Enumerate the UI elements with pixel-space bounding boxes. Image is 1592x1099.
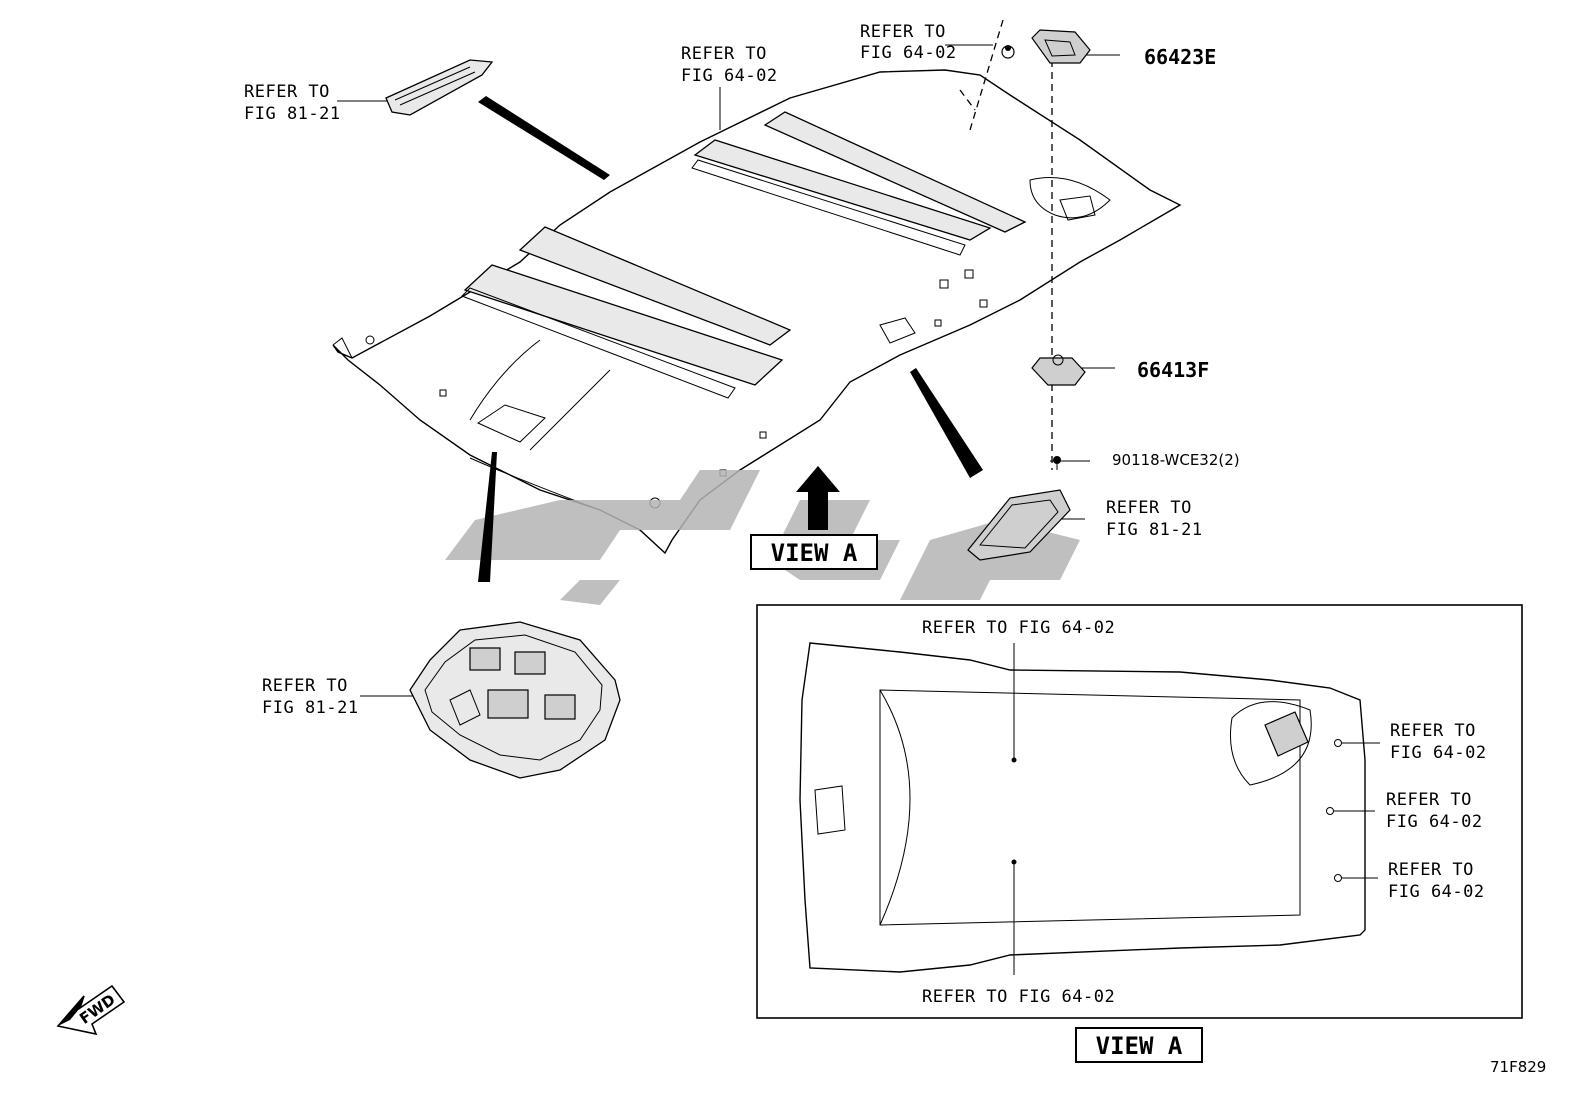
view-a-text-main: VIEW A — [771, 539, 858, 567]
view-a-refer-bottom: REFER TO FIG 64-02 — [922, 987, 1115, 1007]
screw-90118 — [1053, 456, 1061, 470]
overhead-console-lower-left — [409, 621, 621, 779]
screw-top — [1001, 45, 1015, 59]
refer-64-02-top-left-line1: REFER TO — [681, 44, 767, 64]
room-lamp-66413f — [1031, 354, 1086, 386]
refer-81-21-top-line2: FIG 81-21 — [244, 104, 341, 124]
view-a-refer-right-1-line1: REFER TO — [1390, 721, 1476, 741]
view-a-refer-right-3-line2: FIG 64-02 — [1388, 882, 1485, 902]
refer-64-02-top-right-line2: FIG 64-02 — [860, 43, 957, 63]
map-lamp-top-left — [385, 59, 494, 116]
view-a-refer-right-2-line1: REFER TO — [1386, 790, 1472, 810]
view-a-refer-top: REFER TO FIG 64-02 — [922, 618, 1115, 638]
refer-64-02-top-right-line1: REFER TO — [860, 22, 946, 42]
view-a-label-main: VIEW A — [750, 534, 878, 570]
part-number-90118: 90118-WCE32(2) — [1112, 451, 1240, 469]
figure-code: 71F829 — [1490, 1058, 1546, 1076]
rear-lamp-right — [967, 489, 1071, 561]
part-number-66423e: 66423E — [1144, 45, 1216, 69]
fwd-arrow-icon: FWD — [56, 984, 126, 1036]
view-a-text-detail: VIEW A — [1096, 1032, 1183, 1060]
refer-64-02-top-left-line2: FIG 64-02 — [681, 66, 778, 86]
view-a-label-detail: VIEW A — [1075, 1027, 1203, 1063]
view-a-refer-right-1-line2: FIG 64-02 — [1390, 743, 1487, 763]
dome-lamp-66423e — [1031, 29, 1091, 64]
view-direction-arrow-icon — [796, 466, 840, 530]
refer-81-21-right-line2: FIG 81-21 — [1106, 520, 1203, 540]
view-a-refer-right-2-line2: FIG 64-02 — [1386, 812, 1483, 832]
refer-81-21-lower-left-line2: FIG 81-21 — [262, 698, 359, 718]
refer-81-21-lower-left-line1: REFER TO — [262, 676, 348, 696]
view-a-detail-panel — [756, 604, 1523, 1019]
leader-lines — [337, 19, 1120, 697]
part-number-66413f: 66413F — [1137, 358, 1209, 382]
refer-81-21-top-line1: REFER TO — [244, 82, 330, 102]
roof-headliner — [332, 69, 1182, 555]
refer-81-21-right-line1: REFER TO — [1106, 498, 1192, 518]
view-a-refer-right-3-line1: REFER TO — [1388, 860, 1474, 880]
